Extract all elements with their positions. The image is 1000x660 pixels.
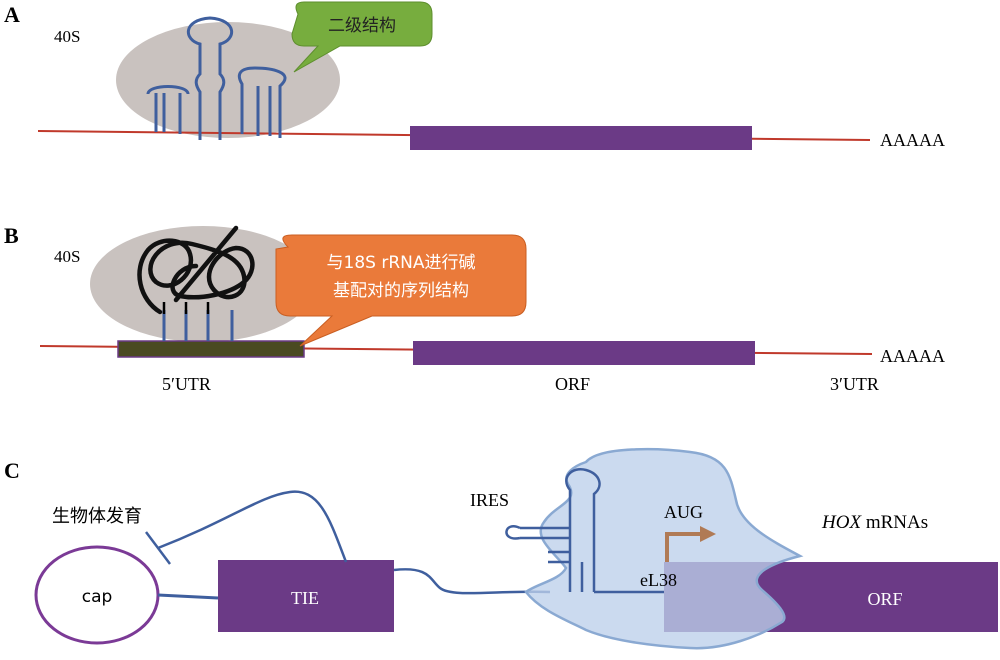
region-label-5utr: 5′UTR bbox=[162, 374, 211, 394]
rrna-scribble bbox=[137, 225, 255, 315]
ires-structure bbox=[505, 467, 664, 594]
stem-loops-a bbox=[146, 16, 287, 140]
development-label: 生物体发育 bbox=[52, 506, 142, 527]
ires-label: IRES bbox=[470, 490, 509, 510]
cap-label: cap bbox=[82, 587, 113, 607]
panel-c: C cap TIE 生物体发育 ORF IRES bbox=[4, 447, 998, 650]
cap-tie-link bbox=[157, 593, 219, 600]
callout-rrna-pairing-line1: 与18S rRNA进行碱 bbox=[327, 253, 476, 273]
inhibition-bar bbox=[145, 531, 171, 565]
region-label-orf: ORF bbox=[555, 374, 590, 394]
hox-mrnas-label: HOX mRNAs bbox=[821, 512, 928, 533]
callout-secondary-structure-text: 二级结构 bbox=[328, 16, 396, 36]
inhibition-arc bbox=[157, 490, 348, 563]
callout-secondary-structure bbox=[291, 1, 433, 73]
panel-b-letter: B bbox=[4, 223, 19, 248]
aug-label: AUG bbox=[664, 502, 703, 522]
polya-tail-a: AAAAA bbox=[880, 130, 945, 150]
orf-label-c: ORF bbox=[867, 589, 902, 609]
aug-arrow bbox=[665, 526, 716, 562]
mrna-link-c bbox=[393, 568, 551, 595]
polya-tail-b: AAAAA bbox=[880, 346, 945, 366]
ribosome-label-b: 40S bbox=[54, 247, 80, 266]
el38-label: eL38 bbox=[640, 570, 677, 590]
hox-italic: HOX bbox=[821, 512, 862, 533]
tie-box bbox=[218, 560, 394, 632]
utr5-pairing-region bbox=[117, 340, 305, 358]
orf-box-a bbox=[410, 126, 752, 150]
callout-rrna-pairing bbox=[275, 234, 527, 347]
tie-label: TIE bbox=[291, 588, 319, 608]
pairing-ticks-b bbox=[162, 302, 210, 314]
ribosome-40s-a bbox=[116, 22, 340, 138]
ribosome-label-a: 40S bbox=[54, 27, 80, 46]
panel-a-letter: A bbox=[4, 2, 20, 27]
panel-a: A 40S AAAAA 二级结构 bbox=[4, 1, 945, 150]
callout-rrna-pairing-line2: 基配对的序列结构 bbox=[333, 281, 469, 301]
pairing-stems-b bbox=[162, 310, 234, 341]
panel-b: B 40S AAAAA 与18S rRNA进行碱 基配对的序列结构 5′UTR … bbox=[4, 223, 945, 394]
hox-rest: mRNAs bbox=[861, 512, 928, 533]
panel-c-letter: C bbox=[4, 458, 20, 483]
orf-box-b bbox=[413, 341, 755, 365]
region-label-3utr: 3′UTR bbox=[830, 374, 879, 394]
